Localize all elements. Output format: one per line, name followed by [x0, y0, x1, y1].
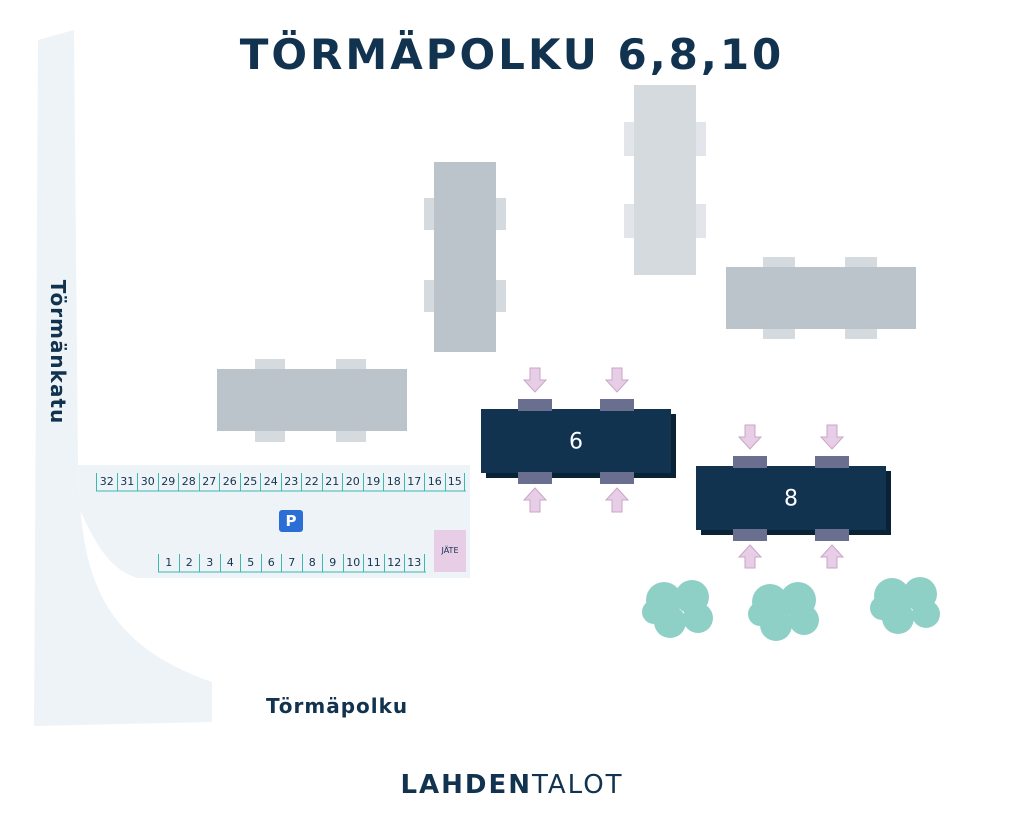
street-label-tormankatu: Törmänkatu	[46, 279, 70, 425]
logo-text-light: TALOT	[532, 770, 624, 800]
building-gray-left	[217, 359, 407, 442]
parking-spot: 17	[403, 473, 425, 491]
parking-spot: 25	[239, 473, 261, 491]
parking-spot: 19	[362, 473, 384, 491]
tree-icon	[642, 580, 713, 638]
entrance-arrow-icon	[737, 424, 763, 450]
tree-icon	[870, 577, 940, 634]
street-label-tormapolku: Törmäpolku	[266, 694, 409, 718]
parking-spot: 6	[260, 554, 282, 572]
parking-spot: 28	[178, 473, 199, 491]
parking-spot: 11	[363, 554, 384, 572]
parking-spot: 31	[116, 473, 138, 491]
waste-area: JÄTE	[434, 530, 466, 572]
parking-spot: 24	[260, 473, 281, 491]
building-8-label: 8	[784, 486, 798, 512]
parking-spot: 29	[157, 473, 179, 491]
entrance-arrow-icon	[522, 487, 548, 513]
entrance-arrow-icon	[522, 367, 548, 393]
parking-spot: 22	[301, 473, 322, 491]
parking-spot: 3	[199, 554, 220, 572]
tree-icon	[748, 582, 819, 641]
page-title: TÖRMÄPOLKU 6,8,10	[239, 30, 785, 79]
parking-spot: 13	[404, 554, 425, 572]
parking-spot: 10	[342, 554, 364, 572]
parking-spot: 9	[322, 554, 343, 572]
parking-spot: 8	[301, 554, 323, 572]
logo-text-bold: LAHDEN	[400, 770, 532, 800]
parking-spot: 2	[178, 554, 200, 572]
logo: LAHDENTALOT	[0, 770, 1024, 800]
parking-spot: 20	[342, 473, 363, 491]
parking-spot: 1	[158, 554, 179, 572]
road-tormankatu	[34, 30, 212, 726]
parking-spot: 7	[281, 554, 302, 572]
parking-spot: 16	[424, 473, 445, 491]
parking-spot: 32	[96, 473, 117, 491]
parking-area	[78, 465, 470, 578]
building-6	[481, 399, 676, 484]
parking-spot: 27	[198, 473, 220, 491]
building-gray-middle	[424, 162, 506, 352]
building-8	[696, 456, 891, 541]
building-gray-top	[624, 85, 706, 275]
entrance-arrow-icon	[604, 487, 630, 513]
parking-spot: 18	[383, 473, 404, 491]
entrance-arrow-icon	[604, 367, 630, 393]
parking-spot: 5	[240, 554, 261, 572]
parking-spot: 26	[219, 473, 240, 491]
entrance-arrow-icon	[819, 424, 845, 450]
building-6-label: 6	[569, 429, 583, 455]
parking-spot: 4	[219, 554, 241, 572]
parking-spot: 23	[280, 473, 302, 491]
entrance-arrow-icon	[737, 544, 763, 569]
building-gray-right	[726, 257, 916, 339]
parking-spot: 12	[383, 554, 405, 572]
entrance-arrow-icon	[819, 544, 845, 569]
parking-spot: 15	[444, 473, 465, 491]
parking-sign-icon: P	[279, 510, 303, 532]
parking-spot: 30	[137, 473, 158, 491]
parking-spot: 21	[321, 473, 343, 491]
